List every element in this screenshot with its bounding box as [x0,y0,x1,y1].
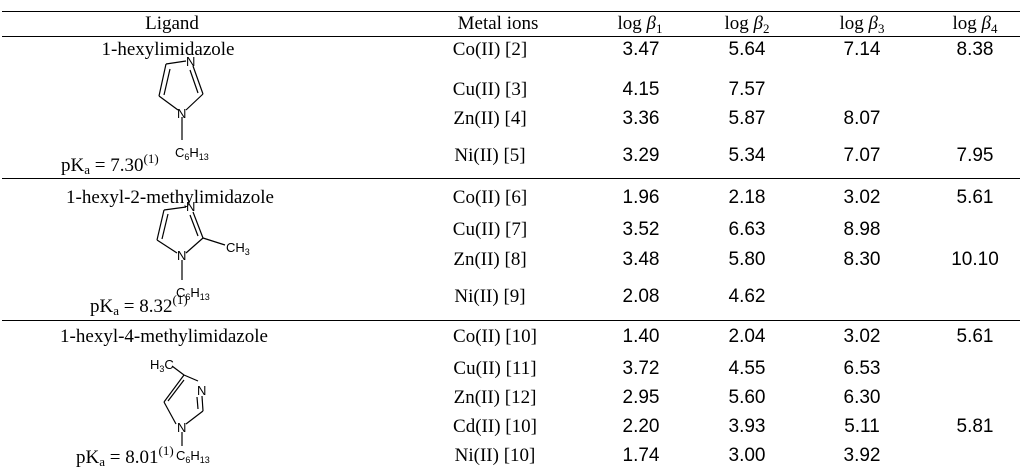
hexyl-label: C6H13 [175,145,209,162]
n1-label: N [177,420,186,435]
log-beta-2: 5.60 [728,387,766,408]
log-beta-1: 1.74 [622,445,660,466]
metal-ion: Co(II) [10] [453,326,537,347]
log-beta-3: 3.92 [843,445,881,466]
log-beta-2: 6.63 [728,219,766,240]
log-beta-4: 5.81 [956,416,994,437]
header-log-beta-3: log β3 [839,13,885,36]
log-beta-2: 5.64 [728,39,766,60]
log-beta-3: 6.53 [843,358,881,379]
pka-value: pKa = 8.32(1) [90,292,188,318]
header-log-beta-1: log β1 [617,13,663,36]
ligand-name: 1-hexyl-4-methylimidazole [60,326,268,347]
log-beta-3: 7.14 [843,39,881,60]
imidazole-structure-3 [163,365,204,446]
header-metal-ions: Metal ions [457,13,539,34]
log-beta-2: 3.00 [728,445,766,466]
n3-label: N [186,54,195,69]
log-beta-1: 2.95 [622,387,660,408]
log-beta-3: 8.30 [843,249,881,270]
log-beta-1: 3.48 [622,249,660,270]
log-beta-2: 5.87 [728,108,766,129]
n3-label: N [186,199,195,214]
header-ligand: Ligand [145,13,199,34]
log-beta-1: 3.29 [622,145,660,166]
metal-ion: Ni(II) [5] [454,145,526,166]
log-beta-2: 2.04 [728,326,766,347]
log-beta-3: 7.07 [843,145,881,166]
n1-label: N [177,248,186,263]
ligand-name: 1-hexylimidazole [101,39,235,60]
log-beta-4: 5.61 [956,326,994,347]
group-rule-2 [2,320,1020,321]
log-beta-4: 10.10 [951,249,999,270]
log-beta-4: 5.61 [956,187,994,208]
log-beta-3: 3.02 [843,187,881,208]
log-beta-4: 8.38 [956,39,994,60]
log-beta-2: 5.34 [728,145,766,166]
log-beta-2: 4.55 [728,358,766,379]
log-beta-2: 4.62 [728,286,766,307]
methyl-label: CH3 [226,240,250,257]
log-beta-1: 2.20 [622,416,660,437]
pka-value: pKa = 7.30(1) [61,151,159,177]
hexyl-label: C6H13 [176,285,210,302]
header-log-beta-2: log β2 [724,13,770,36]
metal-ion: Zn(II) [8] [453,249,527,270]
metal-ion: Cu(II) [11] [453,358,537,379]
imidazole-structure-1 [158,60,204,140]
group-rule-1 [2,178,1020,179]
metal-ion: Zn(II) [4] [453,108,527,129]
pka-value: pKa = 8.01(1) [76,443,174,469]
log-beta-3: 8.98 [843,219,881,240]
hexyl-label: C6H13 [176,448,210,465]
n1-label: N [177,106,186,121]
log-beta-1: 1.96 [622,187,660,208]
log-beta-2: 7.57 [728,79,766,100]
ligand-name: 1-hexyl-2-methylimidazole [66,187,274,208]
header-log-beta-4: log β4 [952,13,998,36]
log-beta-1: 3.36 [622,108,660,129]
log-beta-1: 2.08 [622,286,660,307]
log-beta-1: 1.40 [622,326,660,347]
metal-ion: Co(II) [6] [452,187,528,208]
header-rule [2,36,1020,37]
log-beta-2: 5.80 [728,249,766,270]
n3-label: N [197,383,206,398]
log-beta-4: 7.95 [956,145,994,166]
log-beta-3: 6.30 [843,387,881,408]
log-beta-2: 2.18 [728,187,766,208]
metal-ion: Co(II) [2] [452,39,528,60]
log-beta-3: 3.02 [843,326,881,347]
log-beta-1: 3.52 [622,219,660,240]
metal-ion: Ni(II) [10] [454,445,536,466]
methyl-label: H3C [150,357,174,374]
metal-ion: Zn(II) [12] [453,387,537,408]
log-beta-2: 3.93 [728,416,766,437]
log-beta-1: 3.47 [622,39,660,60]
metal-ion: Ni(II) [9] [454,286,526,307]
metal-ion: Cu(II) [7] [452,219,528,240]
metal-ion: Cu(II) [3] [452,79,528,100]
table-top-rule [2,11,1020,12]
imidazole-structure-2 [156,206,226,280]
metal-ion: Cd(II) [10] [453,416,537,437]
log-beta-3: 5.11 [844,416,880,437]
log-beta-1: 4.15 [622,79,660,100]
log-beta-3: 8.07 [843,108,881,129]
log-beta-1: 3.72 [622,358,660,379]
